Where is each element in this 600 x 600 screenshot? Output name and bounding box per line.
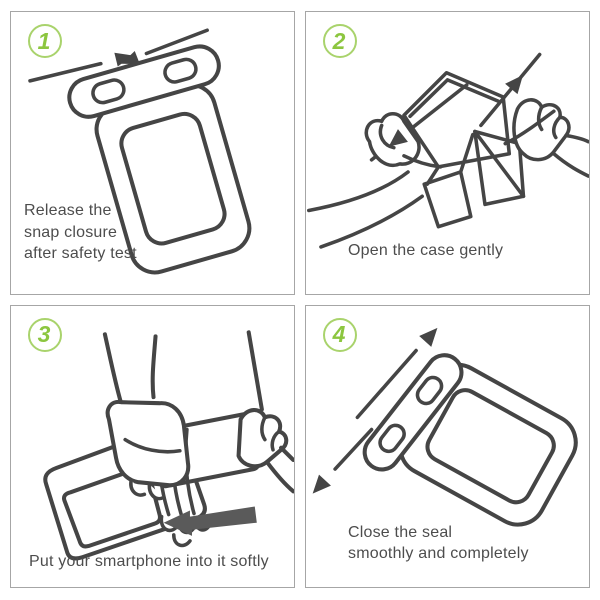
step-2-caption: Open the case gently: [348, 242, 504, 259]
left-fist: [102, 331, 191, 500]
step-2-number: 2: [332, 27, 346, 54]
right-hand: [236, 329, 294, 493]
step-3-badge: 3: [28, 317, 62, 352]
close-arrow-down-icon: [312, 427, 374, 494]
step-panel-3: 3 Put your smartphone into it softly: [10, 304, 295, 588]
insert-phone-illustration: [43, 329, 294, 560]
step-4-caption: Close the seal smoothly and completely: [348, 523, 529, 563]
step-2-badge: 2: [323, 24, 357, 58]
step-3-number: 3: [37, 321, 51, 347]
case-body: [398, 362, 578, 527]
step-panel-1: 1 Release the snap closure after safety …: [10, 11, 295, 295]
close-seal-illustration: [312, 327, 578, 527]
step-panel-4: 4 Close the seal smoothly and completely: [305, 304, 590, 588]
press-arrow-left-icon: [28, 52, 133, 83]
pull-line-right: [479, 52, 542, 128]
step-4-badge: 4: [323, 317, 357, 352]
waterproof-case: [67, 44, 252, 275]
step-1-number: 1: [37, 27, 51, 54]
opened-case: [402, 70, 526, 229]
seal-slot: [91, 78, 126, 105]
step-3-caption: Put your smartphone into it softly: [29, 552, 269, 570]
seal-slot: [163, 57, 198, 84]
step-1-caption: Release the snap closure after safety te…: [24, 202, 137, 263]
press-arrow-right-icon: [121, 28, 209, 65]
close-arrow-up-icon: [355, 327, 438, 419]
open-arrow-right-icon: [505, 74, 524, 95]
step-panel-2: 2 Open the case gently: [305, 11, 590, 295]
right-hand: [503, 98, 589, 178]
step-4-number: 4: [332, 321, 346, 347]
insert-arrow-left-icon: [163, 505, 257, 536]
open-case-illustration: [307, 52, 589, 249]
case-snap-closure-illustration: [28, 28, 252, 275]
left-hand: [307, 112, 443, 249]
seal-capsule: [362, 352, 464, 471]
step-1-badge: 1: [28, 24, 62, 58]
open-arrow-left-icon: [388, 129, 408, 147]
case-window: [119, 111, 227, 246]
